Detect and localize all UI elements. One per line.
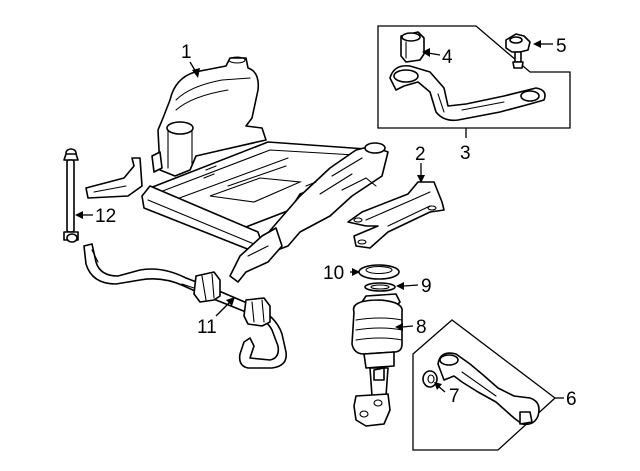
callout-11: 11 [197,317,217,338]
leader-lines [75,40,564,399]
crossmember-part-1[interactable] [85,56,389,283]
callout-6: 6 [566,389,577,410]
air-strut-part-8[interactable] [351,293,403,427]
upper-arm-detail-box [377,25,571,129]
callout-5: 5 [556,36,567,57]
stabilizer-link-part-12[interactable] [63,148,79,243]
callout-12: 12 [95,206,116,227]
callout-9: 9 [421,276,432,297]
ring-part-9[interactable] [364,282,396,292]
callout-8: 8 [416,317,427,338]
shield-part-2[interactable] [347,181,445,249]
bushing-part-7[interactable] [422,370,438,388]
ball-joint-part-5[interactable] [505,33,531,69]
lower-control-arm-part-6[interactable] [437,352,540,426]
callout-3: 3 [460,143,471,164]
bushing-part-4[interactable] [400,31,425,63]
stabilizer-bar-part-11[interactable] [83,243,288,369]
callout-7: 7 [449,386,460,407]
upper-control-arm-part-3[interactable] [389,64,546,122]
callout-4: 4 [442,47,453,68]
callout-1: 1 [181,42,192,63]
callout-2: 2 [415,144,426,165]
seal-part-10[interactable] [358,264,400,280]
callout-10: 10 [323,263,344,284]
